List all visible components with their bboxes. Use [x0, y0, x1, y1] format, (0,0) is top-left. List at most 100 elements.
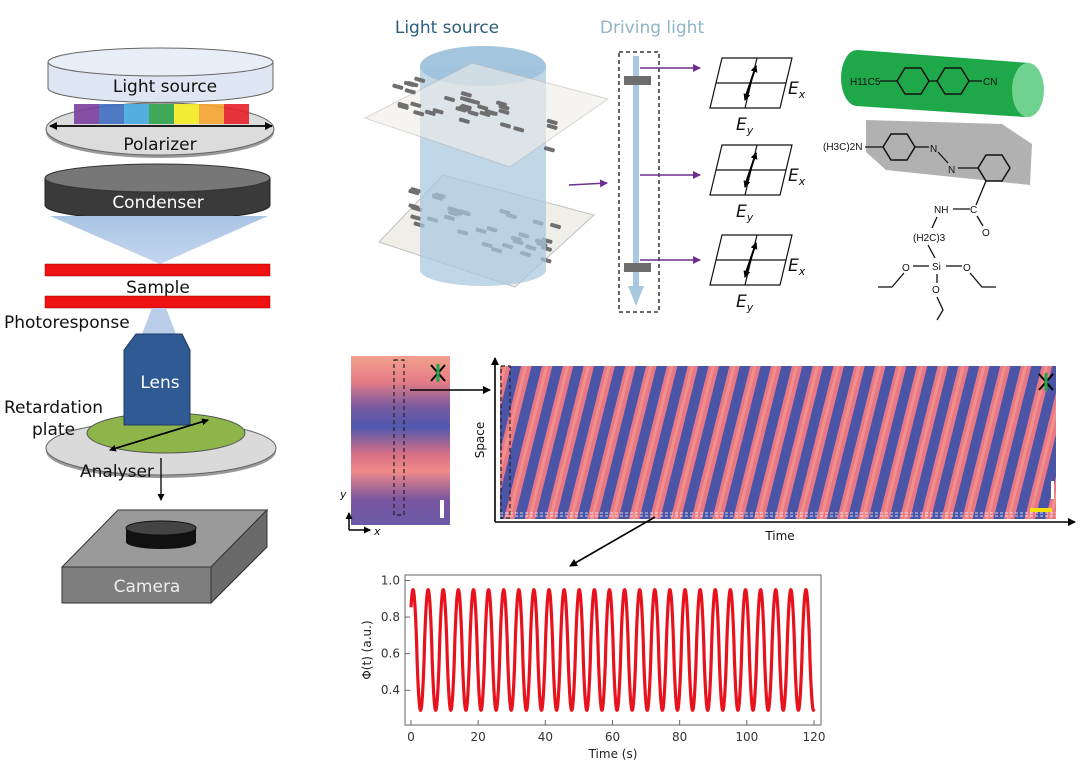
lc-rod [550, 222, 562, 230]
driving-light-box [618, 51, 660, 313]
snapshot-image [351, 356, 450, 525]
driving-light-title: Driving light [600, 18, 705, 38]
spectrum-band [99, 104, 124, 124]
y-tick-label: 0.6 [381, 647, 400, 661]
condenser: Condenser [44, 163, 271, 221]
lc-rod [546, 118, 558, 126]
top-lc-molecules [392, 76, 558, 153]
photoresponse-beam [142, 308, 176, 334]
kymograph-stripe [1066, 366, 1081, 519]
ey-label: Ey [736, 115, 754, 137]
lc-rod [546, 123, 558, 130]
lc-rod [460, 91, 472, 98]
spectrum-band [174, 104, 199, 124]
x-tick-label: 120 [803, 730, 826, 744]
ey-label: Ey [736, 202, 754, 224]
lc-rod [477, 104, 489, 111]
y-tick-label: 1.0 [381, 573, 400, 587]
lc-right-group: CN [983, 77, 997, 88]
kymograph-selection-box [500, 365, 511, 519]
analyser-label: Analyser [80, 462, 154, 482]
lc-rod [410, 101, 422, 108]
condenser-label: Condenser [112, 193, 203, 213]
chart-x-label: Time (s) [588, 747, 638, 761]
sample-bottom-plate [44, 295, 271, 309]
kymograph-stripe [500, 366, 532, 494]
pattern-snapshot: y x [339, 356, 491, 538]
liquid-crystal-molecule: H11C5 CN [841, 50, 1044, 117]
spectrum-band [224, 104, 249, 124]
y-tick-label: 0.4 [381, 683, 400, 697]
sample-top-plate [44, 263, 271, 277]
lc-rod [414, 76, 426, 83]
x-tick-label: 0 [407, 730, 415, 744]
snapshot-selection-box [393, 359, 405, 516]
azo-left-group: (H3C)2N [823, 142, 862, 153]
light-source-title: Light source [395, 18, 499, 38]
x-tick-label: 100 [735, 730, 758, 744]
kymograph-to-chart-arrow [569, 516, 656, 567]
lc-rod [392, 83, 404, 90]
space-axis-label: Space [473, 422, 487, 459]
snapshot-x-label: x [373, 525, 381, 538]
azo-n2: N [948, 165, 955, 176]
molecule-diagram: H11C5 CN (H3C)2N N N NH C O (H2C)3 [823, 50, 1044, 321]
lc-rod [397, 103, 409, 110]
polarizer-disc: Polarizer [45, 102, 275, 158]
lc-rod [407, 81, 419, 88]
microscope-diagram: Light source Polarizer Condenser Sample … [4, 47, 277, 605]
light-cone [50, 216, 268, 264]
oxygen-1: O [902, 263, 910, 274]
silicon-atom: Si [932, 262, 941, 273]
chart-y-label: Φ(t) (a.u.) [360, 620, 374, 679]
retardation-plate-label-line1: Retardation [4, 398, 103, 418]
lc-rod [424, 109, 436, 116]
lc-rod [498, 108, 510, 115]
lc-rod [404, 88, 416, 95]
spectrum-band [199, 104, 224, 124]
photoresponse-label: Photoresponse [4, 313, 130, 333]
oxygen-3: O [932, 285, 940, 296]
x-tick-label: 60 [605, 730, 620, 744]
sample-label: Sample [126, 278, 190, 298]
lc-rod [432, 108, 444, 115]
lc-rod [498, 104, 510, 111]
lc-rod [496, 100, 507, 107]
kymograph-scale-bar-space [1051, 481, 1054, 499]
lc-rod [410, 187, 422, 194]
linker-group: (H2C)3 [913, 233, 946, 244]
ex-label: Ex [788, 256, 806, 278]
kymograph-scale-bar-time [1030, 508, 1052, 512]
light-source-disc: Light source [47, 47, 274, 103]
lens-label: Lens [140, 373, 179, 393]
camera: Camera [60, 508, 269, 605]
lc-rod [411, 205, 423, 212]
incident-arrow [568, 179, 608, 188]
camera-label: Camera [114, 577, 181, 597]
oxygen-2: O [963, 263, 971, 274]
ex-label: Ex [788, 166, 806, 188]
azo-dye-molecule: (H3C)2N N N [823, 120, 1032, 185]
lc-rod [464, 97, 476, 104]
lc-rod [444, 95, 456, 103]
spectrum-band [149, 104, 174, 124]
amide-nh: NH [934, 205, 948, 216]
kymograph-stripe [1024, 392, 1056, 519]
lc-rod [467, 110, 479, 117]
lc-rod [458, 117, 470, 124]
lc-rod [486, 109, 498, 116]
snapshot-scale-bar [440, 500, 444, 518]
series-line-phi [409, 588, 816, 712]
spacetime-plot: Space Time [473, 357, 1081, 567]
modulator-block-bottom [624, 263, 651, 272]
light-source-label: Light source [113, 77, 217, 97]
lc-rod [513, 126, 525, 133]
lens-objective [123, 333, 191, 426]
time-axis-label: Time [764, 529, 794, 543]
